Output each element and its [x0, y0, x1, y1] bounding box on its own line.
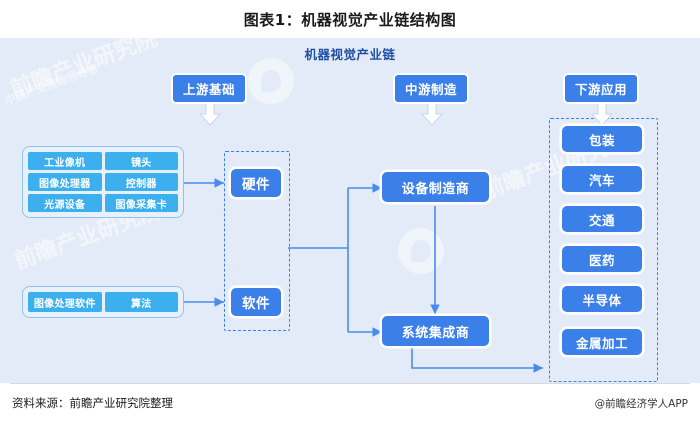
source-note: 资料来源：前瞻产业研究院整理	[12, 396, 173, 410]
node-application-packaging[interactable]: 包装	[562, 126, 642, 152]
chart-title-bar: 图表1：机器视觉产业链结构图	[0, 0, 700, 38]
diagram-canvas: 前瞻产业研究院 中国产业咨询领导者 前瞻产业研究院 前瞻产业研究院 机器视觉产业…	[0, 38, 700, 383]
component-chip[interactable]: 工业像机	[28, 152, 102, 170]
component-chip[interactable]: 图像采集卡	[104, 194, 178, 212]
component-chip[interactable]: 图像处理软件	[28, 292, 102, 312]
component-chip[interactable]: 光源设备	[28, 194, 102, 212]
brand-watermark: @前瞻经济学人APP	[594, 398, 688, 410]
node-equipment-manufacturer[interactable]: 设备制造商	[382, 172, 489, 202]
stage-label-upstream[interactable]: 上游基础	[173, 75, 246, 102]
stage-arrow-downstream-icon	[591, 100, 613, 126]
node-software[interactable]: 软件	[231, 288, 281, 316]
diagram-header: 机器视觉产业链	[304, 47, 396, 62]
node-application-metal-processing[interactable]: 金属加工	[562, 329, 642, 355]
node-application-pharmaceutical[interactable]: 医药	[562, 246, 642, 272]
node-application-semiconductor[interactable]: 半导体	[562, 286, 642, 312]
hardware-components-grid: 工业像机 镜头 图像处理器 控制器 光源设备 图像采集卡	[28, 152, 178, 212]
watermark-logo-icon	[398, 228, 444, 274]
node-system-integrator[interactable]: 系统集成商	[382, 316, 489, 346]
node-application-automotive[interactable]: 汽车	[562, 166, 642, 192]
component-chip[interactable]: 镜头	[104, 152, 178, 170]
chart-footer: 资料来源：前瞻产业研究院整理 @前瞻经济学人APP	[0, 383, 700, 421]
connector-integrator-to-downstream	[411, 348, 543, 373]
stage-label-downstream[interactable]: 下游应用	[565, 75, 638, 102]
component-chip[interactable]: 控制器	[104, 173, 178, 191]
node-hardware[interactable]: 硬件	[231, 169, 281, 197]
watermark-logo-icon	[248, 58, 294, 104]
watermark-subtext: 中国产业咨询领导者	[2, 61, 101, 108]
upstream-group-box	[224, 151, 290, 331]
node-application-transportation[interactable]: 交通	[562, 206, 642, 232]
component-chip[interactable]: 图像处理器	[28, 173, 102, 191]
page-title: 图表1：机器视觉产业链结构图	[243, 10, 457, 29]
software-components-grid: 图像处理软件 算法	[28, 292, 178, 312]
stage-arrow-midstream-icon	[421, 100, 443, 126]
component-chip[interactable]: 算法	[104, 292, 178, 312]
stage-arrow-upstream-icon	[199, 100, 221, 126]
stage-label-midstream[interactable]: 中游制造	[395, 75, 468, 102]
